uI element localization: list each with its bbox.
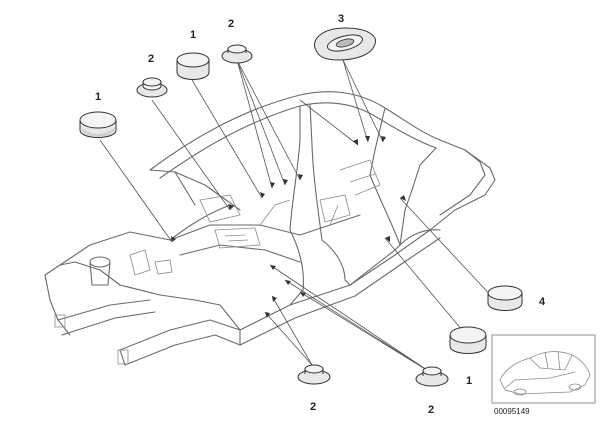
- leader-lines: [99, 59, 496, 373]
- plug-1-left: [79, 111, 117, 138]
- arrowheads: [171, 136, 406, 318]
- callout-number: 2: [310, 401, 316, 413]
- callout-number: 2: [428, 404, 434, 416]
- reference-code: 00095149: [494, 407, 530, 416]
- plug-1-top: [176, 52, 210, 80]
- callout-number: 1: [466, 375, 472, 387]
- plug-2-bottom-mid: [297, 364, 331, 385]
- callout-number: 2: [228, 18, 234, 30]
- callout-number: 3: [338, 13, 344, 25]
- plug-3-top: [314, 27, 377, 61]
- callout-number: 2: [148, 53, 154, 65]
- callout-number: 1: [95, 91, 101, 103]
- car-body-shell: [44, 91, 496, 366]
- plug-4-right: [487, 285, 523, 311]
- plug-2-bottom-right: [415, 366, 449, 387]
- callout-number: 1: [190, 29, 196, 41]
- plug-2-left: [136, 77, 168, 98]
- plug-1-right: [449, 326, 487, 354]
- vehicle-thumbnail: [491, 334, 596, 404]
- plug-2-top: [221, 44, 253, 64]
- callout-number: 4: [539, 296, 546, 308]
